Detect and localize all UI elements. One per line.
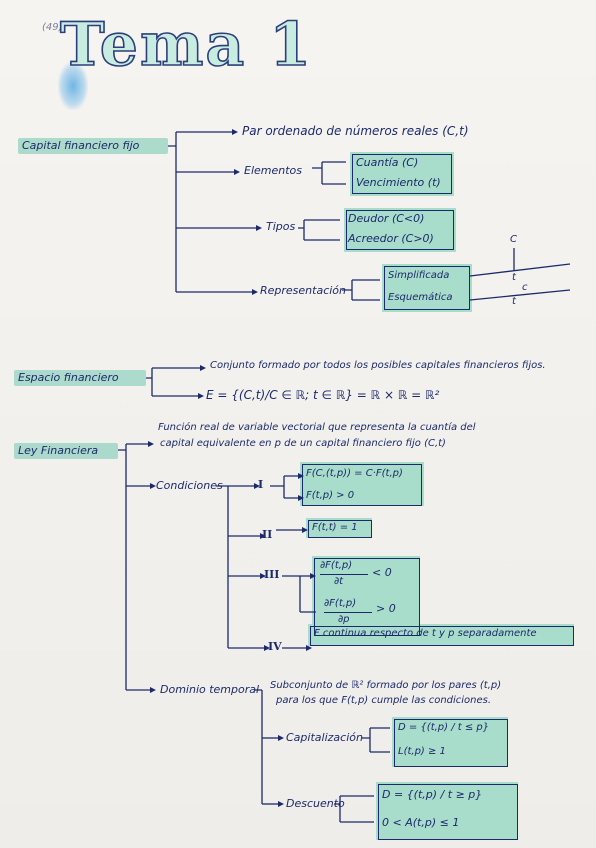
teal-box-descuento [376,782,518,840]
box-capitalizacion [394,719,508,767]
cond3b-fraction-bar [324,612,372,613]
cond3b-numerador: ∂F(t,p) [324,598,357,609]
graph-label-t2: t [512,296,516,307]
box-cond1 [302,464,422,506]
espacio-formula: E = {(C,t)/C ∈ ℝ; t ∈ ℝ} = ℝ × ℝ = ℝ² [206,388,440,402]
highlight-espacio [14,370,146,386]
cond2-equivalencia: F(t,t) = 1 [312,522,358,533]
cond3b-denominador: ∂p [338,614,350,625]
ley-definicion-1: Función real de variable vectorial que r… [158,422,476,433]
box-representacion [384,266,470,310]
elementos-cuantia: Cuantía (C) [356,156,419,169]
espacio-definicion: Conjunto formado por todos los posibles … [210,360,546,371]
descuento-dominio: D = {(t,p) / t ≥ p} [382,788,483,801]
box-cond2 [308,520,372,538]
capitalizacion-dominio: D = {(t,p) / t ≤ p} [398,722,490,733]
page-corner-number: (49) [42,22,63,33]
teal-box-elementos [350,152,454,196]
cond3a-fraction-bar [320,574,368,575]
graph-label-c1: C [510,234,517,245]
tipos-acreedor: Acreedor (C>0) [348,232,434,245]
node-elementos: Elementos [244,164,303,177]
watercolor-splash [58,62,88,110]
teal-box-cond4 [308,624,574,646]
representacion-esquematica: Esquemática [388,292,453,303]
node-espacio-financiero: Espacio financiero [18,371,119,384]
box-tipos [346,210,454,250]
node-tipos: Tipos [266,220,296,233]
descuento-condicion: 0 < A(t,p) ≤ 1 [382,816,460,829]
capital-par-ordenado: Par ordenado de números reales (C,t) [242,124,469,138]
node-descuento: Descuento [286,797,345,810]
box-cond3 [314,558,420,636]
ley-definicion-2: capital equivalente en p de un capital f… [160,438,446,449]
node-ley-financiera: Ley Financiera [18,444,99,457]
cond1-positividad: F(t,p) > 0 [306,490,355,501]
box-elementos [352,154,452,194]
roman-1: I [258,478,264,491]
cond4-continuidad: F continua respecto de t y p separadamen… [314,628,537,639]
roman-2: II [262,528,273,541]
roman-3: III [264,568,280,581]
node-capital-financiero-fijo: Capital financiero fijo [22,139,140,152]
cond1-homogeneidad: F(C,(t,p)) = C·F(t,p) [306,468,403,479]
dominio-definicion-1: Subconjunto de ℝ² formado por los pares … [270,680,502,691]
cond3a-relacion: < 0 [372,566,392,579]
graph-label-c2: c [522,282,528,293]
box-cond4 [310,626,574,646]
roman-4: IV [268,640,282,653]
tipos-deudor: Deudor (C<0) [348,212,425,225]
cond3a-denominador: ∂t [334,576,344,587]
cond3b-relacion: > 0 [376,602,396,615]
node-dominio-temporal: Dominio temporal [160,683,260,696]
highlight-ley [14,443,118,459]
teal-box-representacion [382,264,472,312]
representacion-simplificada: Simplificada [388,270,450,281]
teal-box-cond1 [300,462,424,506]
cond3a-numerador: ∂F(t,p) [320,560,353,571]
teal-box-capitalizacion [392,717,508,767]
node-capitalizacion: Capitalización [286,731,363,744]
node-representacion: Representación [260,284,347,297]
page-title: Tema 1 [59,9,313,81]
graph-label-t1: t [512,272,516,283]
box-descuento [378,784,518,840]
node-condiciones: Condiciones [156,479,223,492]
capitalizacion-condicion: L(t,p) ≥ 1 [398,746,446,757]
teal-box-tipos [344,208,456,252]
highlight-capital [18,138,168,154]
elementos-vencimiento: Vencimiento (t) [356,176,441,189]
dominio-definicion-2: para los que F(t,p) cumple las condicion… [276,695,492,706]
teal-box-cond2 [306,518,372,538]
